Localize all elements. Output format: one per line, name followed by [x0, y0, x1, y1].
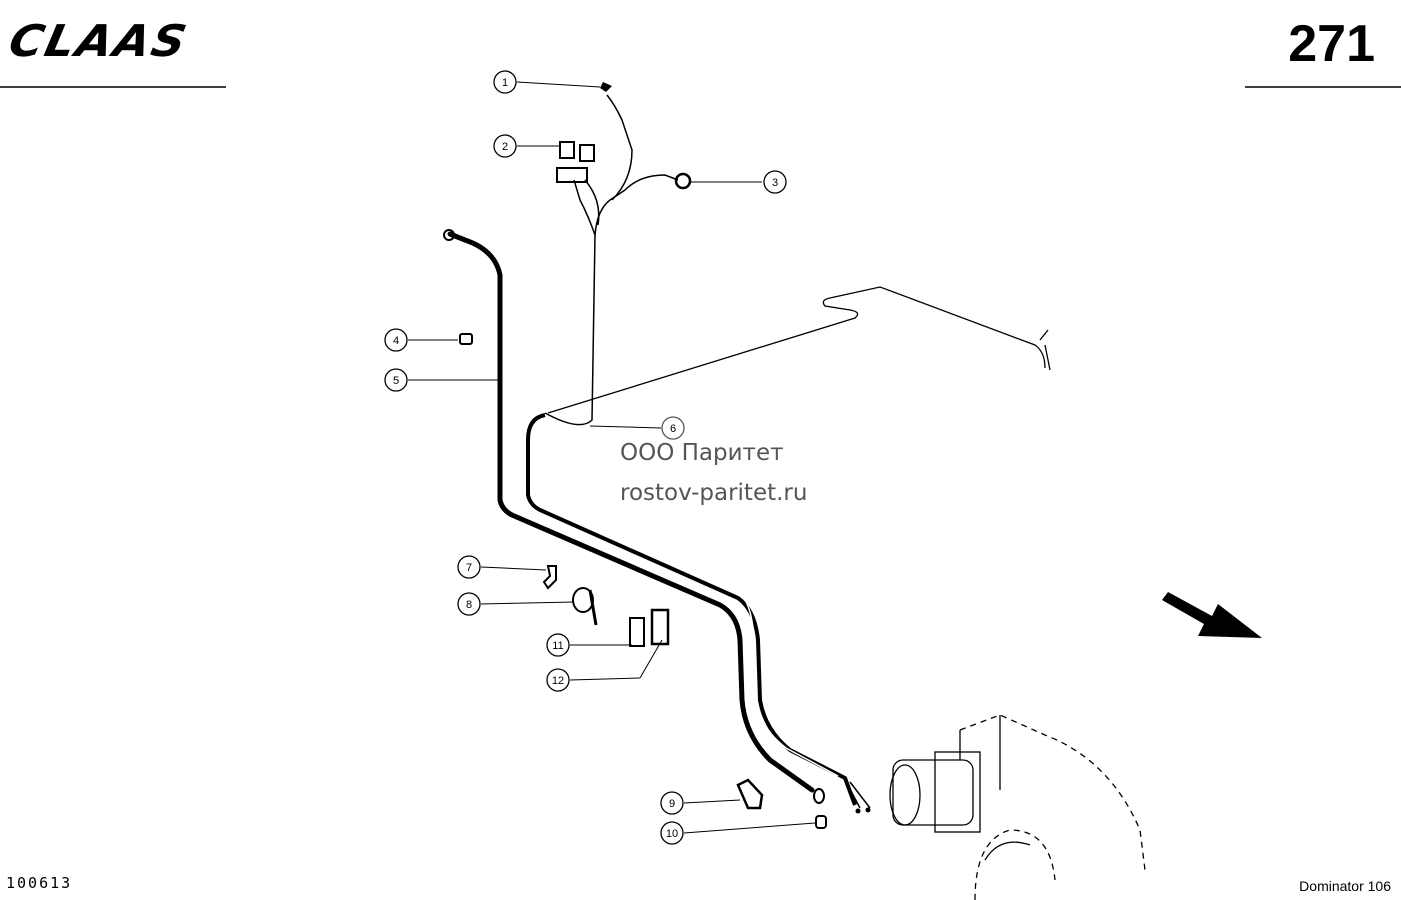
callout-6: 6	[661, 416, 685, 440]
watermark-company: ООО Паритет	[620, 440, 784, 466]
callout-label: 2	[502, 141, 508, 153]
callout-label: 11	[552, 640, 563, 652]
callout-1: 1	[493, 70, 517, 94]
thin-wire	[547, 286, 1046, 414]
upper-harness-branch-c	[606, 94, 633, 201]
part-7-clip	[542, 565, 557, 590]
callout-label: 1	[502, 77, 508, 89]
callout-label: 5	[393, 375, 399, 387]
wire-ends	[844, 779, 871, 809]
page-number: 271	[1288, 15, 1375, 73]
callout-3: 3	[763, 170, 787, 194]
callout-label: 3	[772, 177, 778, 189]
part-12-block	[650, 608, 670, 646]
callout-11: 11	[546, 633, 570, 657]
part-10-sleeve	[815, 815, 827, 829]
drawing-number: 100613	[6, 874, 73, 892]
thin-wire-branch	[1039, 329, 1051, 371]
part-2-connector	[556, 167, 588, 183]
cable-end-terminal	[813, 788, 825, 804]
part-1-clip	[600, 82, 612, 92]
callout-label: 12	[552, 675, 564, 687]
callout-leaders	[408, 81, 816, 834]
part-2-relay-a	[559, 141, 575, 159]
watermark-website: rostov-paritet.ru	[620, 480, 808, 506]
part-3-grommet	[674, 172, 692, 190]
callout-label: 7	[466, 562, 472, 574]
upper-harness	[544, 174, 679, 426]
part-2-relay-b	[579, 144, 595, 162]
part-8-strap	[588, 589, 598, 626]
callout-9: 9	[660, 791, 684, 815]
machine-outline	[889, 714, 1146, 900]
upper-harness-branch-b	[584, 179, 600, 226]
model-name: Dominator 106	[1299, 878, 1391, 894]
callout-4: 4	[384, 328, 408, 352]
part-9-clamp	[736, 778, 764, 810]
callout-7: 7	[457, 555, 481, 579]
callout-12: 12	[546, 668, 570, 692]
callout-5: 5	[384, 368, 408, 392]
wire-end-dot-a	[855, 808, 861, 814]
callout-10: 10	[660, 821, 684, 845]
callout-label: 8	[466, 599, 472, 611]
callout-label: 6	[670, 423, 676, 435]
main-cable	[447, 231, 815, 793]
callout-8: 8	[457, 592, 481, 616]
direction-arrow	[1162, 592, 1262, 638]
secondary-cable-outer	[526, 413, 857, 806]
part-11-bracket	[629, 617, 645, 647]
secondary-cable-inner	[532, 417, 839, 777]
callout-2: 2	[493, 134, 517, 158]
callout-label: 10	[666, 828, 678, 840]
upper-harness-branch-a	[573, 179, 596, 236]
brand-logo: CLAAS	[4, 15, 193, 67]
ring-terminal	[443, 229, 455, 241]
part-4-nut	[459, 333, 473, 345]
callout-label: 4	[393, 335, 399, 347]
callout-label: 9	[669, 798, 675, 810]
wire-end-dot-b	[865, 807, 871, 813]
